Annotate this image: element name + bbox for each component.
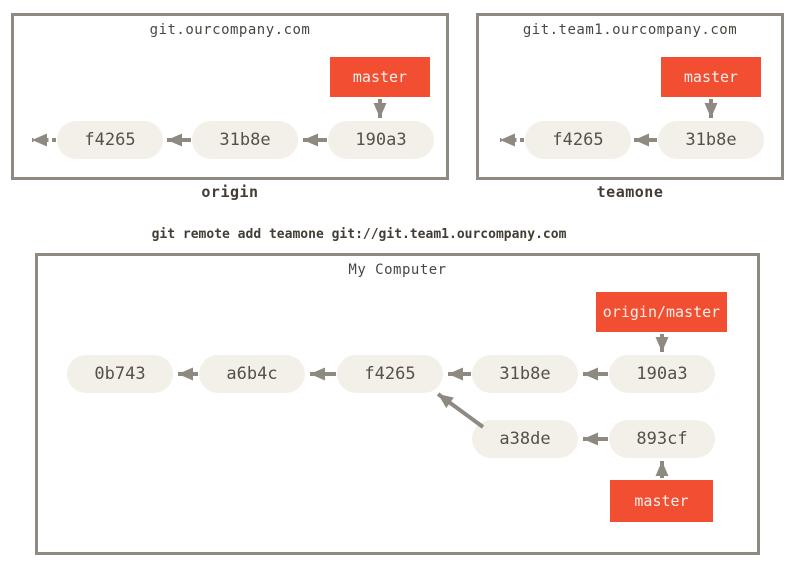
commit-node: 31b8e (472, 355, 578, 393)
remote-teamone-master-branch-label: master (661, 57, 761, 97)
local-master-branch-label: master (610, 480, 713, 522)
commit-node: 31b8e (192, 121, 298, 159)
remote-origin-caption: origin (201, 183, 259, 201)
commit-node: f4265 (337, 355, 443, 393)
git-command-text: git remote add teamone git://git.team1.o… (151, 227, 567, 242)
local-repo-box: My Computer (35, 253, 760, 555)
remote-origin-master-branch-label: master (330, 57, 430, 97)
commit-node: 0b743 (67, 355, 173, 393)
local-origin-master-branch-label: origin/master (596, 292, 727, 332)
commit-node: 190a3 (328, 121, 434, 159)
commit-node: 893cf (609, 420, 715, 458)
remote-teamone-caption: teamone (596, 183, 664, 201)
remote-origin-box: git.ourcompany.com (11, 13, 449, 180)
commit-node: f4265 (57, 121, 163, 159)
local-repo-title: My Computer (348, 262, 447, 278)
commit-node: a6b4c (199, 355, 305, 393)
remote-teamone-title: git.team1.ourcompany.com (522, 22, 738, 38)
remote-teamone-box: git.team1.ourcompany.com (476, 13, 784, 180)
commit-node: 31b8e (658, 121, 764, 159)
remote-origin-title: git.ourcompany.com (149, 22, 311, 38)
commit-node: f4265 (525, 121, 631, 159)
commit-node: a38de (472, 420, 578, 458)
commit-node: 190a3 (609, 355, 715, 393)
